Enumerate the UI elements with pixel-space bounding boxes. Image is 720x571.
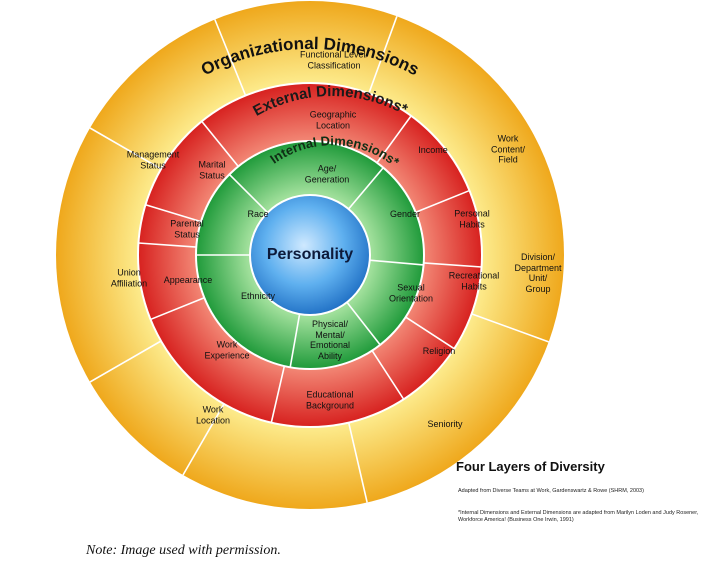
segment-work-location: Work Location <box>195 404 231 426</box>
ext-segment-divider <box>376 115 412 164</box>
segment-geographic-location: Geographic Location <box>309 109 357 131</box>
segment-recreational-habits: Recreational Habits <box>448 270 500 292</box>
ext-segment-divider <box>145 203 202 223</box>
legend-adaptation-note: *Internal Dimensions and External Dimens… <box>458 510 699 523</box>
int-segment-divider <box>347 167 384 210</box>
ext-segment-divider <box>138 242 197 248</box>
segment-work-content-field: Work Content/ Field <box>490 133 526 165</box>
ext-segment-divider <box>423 262 482 268</box>
ext-segment-divider <box>150 296 205 321</box>
org-segment-divider <box>182 403 225 476</box>
segment-gender: Gender <box>389 208 421 219</box>
segment-ethnicity: Ethnicity <box>240 290 276 301</box>
int-segment-divider <box>289 313 301 368</box>
org-segment-divider <box>89 340 162 383</box>
legend-source-note: Adapted from Diverse Teams at Work, Gard… <box>458 488 644 494</box>
segment-work-experience: Work Experience <box>204 339 250 361</box>
ext-segment-divider <box>405 316 455 350</box>
ext-segment-divider <box>201 120 239 167</box>
int-segment-divider <box>369 259 424 266</box>
org-segment-divider <box>214 19 247 96</box>
segment-physical-mental-emotional-ability: Physical/ Mental/ Emotional Ability <box>309 319 351 361</box>
ext-segment-divider <box>415 189 470 214</box>
segment-management-status: Management Status <box>126 149 180 171</box>
int-segment-divider <box>346 301 381 346</box>
ext-segment-divider <box>371 350 405 400</box>
segment-appearance: Appearance <box>163 274 213 285</box>
org-segment-divider <box>89 127 162 170</box>
personality-label: Personality <box>266 246 354 263</box>
org-segment-divider <box>368 16 398 94</box>
segment-educational-background: Educational Background <box>305 389 355 411</box>
org-segment-divider <box>471 313 549 343</box>
segment-personal-habits: Personal Habits <box>454 208 490 230</box>
legend-title: Four Layers of Diversity <box>456 459 605 474</box>
segment-marital-status: Marital Status <box>198 159 226 181</box>
segment-parental-status: Parental Status <box>170 218 204 240</box>
segment-seniority: Seniority <box>427 418 463 429</box>
permission-footnote: Note: Image used with permission. <box>86 543 281 558</box>
int-segment-divider <box>228 173 269 214</box>
segment-sexual-orientation: Sexual Orientation <box>388 282 434 304</box>
segment-religion: Religion <box>422 345 456 356</box>
segment-income: Income <box>418 144 448 155</box>
segment-race: Race <box>247 208 269 219</box>
ext-segment-divider <box>270 365 286 423</box>
personality-core <box>249 194 371 316</box>
segment-age-generation: Age/ Generation <box>304 163 350 185</box>
org-segment-divider <box>347 422 368 503</box>
segment-union-affiliation: Union Affiliation <box>110 267 148 289</box>
segment-functional-level-classification: Functional Level/ Classification <box>299 49 369 71</box>
segment-division-department-unit-group: Division/ Department Unit/ Group <box>514 252 562 294</box>
